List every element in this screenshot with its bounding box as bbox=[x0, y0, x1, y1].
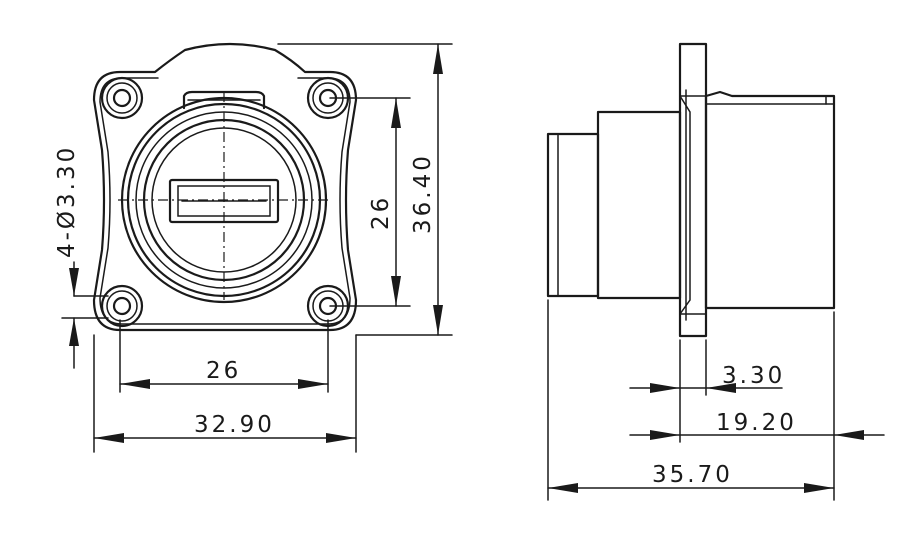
mounting-hole-bottom-left bbox=[100, 284, 144, 328]
side-rear-body bbox=[704, 90, 836, 310]
front-flange-outline bbox=[92, 42, 358, 332]
dim-flange-thickness: 3.30 bbox=[722, 363, 785, 389]
mounting-hole-top-left bbox=[100, 76, 144, 120]
dim-overall-height: 36.40 bbox=[410, 153, 436, 234]
side-flange bbox=[678, 42, 708, 338]
side-dimensions bbox=[547, 299, 885, 501]
dim-overall-width: 32.90 bbox=[194, 412, 275, 438]
dim-rear-length: 19.20 bbox=[716, 410, 797, 436]
dim-hole-spacing: 26 bbox=[206, 358, 241, 384]
front-dimensions bbox=[61, 43, 453, 453]
dim-total-length: 35.70 bbox=[652, 462, 733, 488]
front-view bbox=[92, 42, 358, 332]
side-view bbox=[546, 42, 836, 338]
side-front-cylinder bbox=[546, 132, 600, 298]
dim-inner-height: 26 bbox=[368, 195, 394, 230]
side-nut-body bbox=[596, 110, 682, 300]
dim-hole-spec: 4-Ø3.30 bbox=[54, 145, 80, 258]
